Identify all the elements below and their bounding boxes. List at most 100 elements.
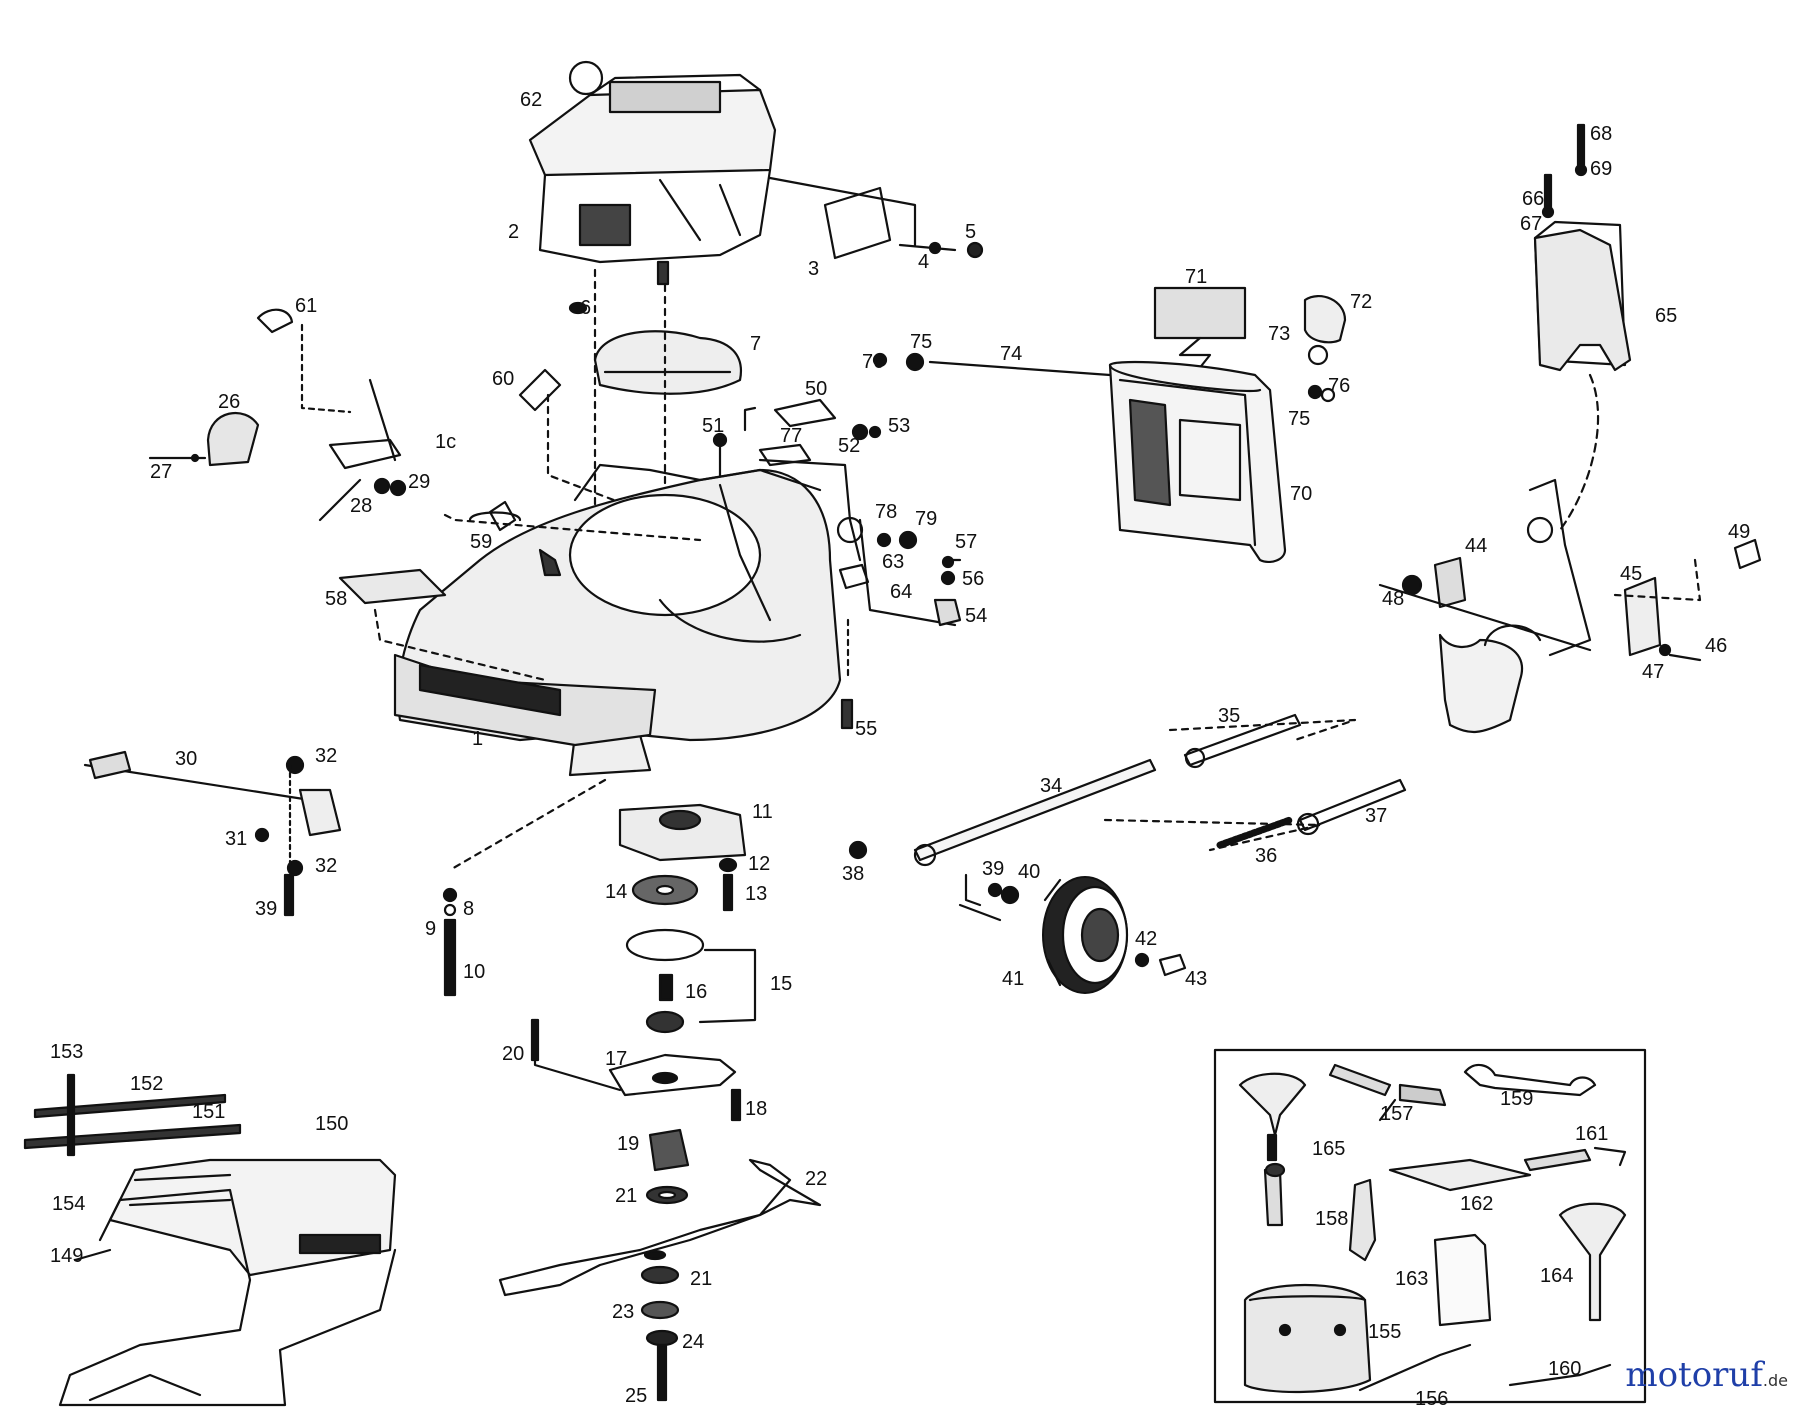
part-65-bracket xyxy=(1533,228,1632,372)
label-163: 163 xyxy=(1395,1268,1428,1290)
part-15-disc xyxy=(625,928,705,962)
label-42: 42 xyxy=(1135,928,1157,950)
label-10: 10 xyxy=(463,961,485,983)
label-25: 25 xyxy=(625,1385,647,1407)
label-63: 63 xyxy=(882,551,904,573)
label-40: 40 xyxy=(1018,861,1040,883)
label-6: 6 xyxy=(580,297,591,319)
part-152-bar xyxy=(33,1093,227,1119)
label-36: 36 xyxy=(1255,845,1277,867)
part-71-label xyxy=(1153,286,1247,340)
label-26: 26 xyxy=(218,391,240,413)
label-48: 48 xyxy=(1382,588,1404,610)
label-7: 7 xyxy=(750,333,761,355)
part-34-axle xyxy=(913,758,1157,862)
label-51: 51 xyxy=(702,415,724,437)
label-41: 41 xyxy=(1002,968,1024,990)
part-3-bracket xyxy=(823,186,892,260)
label-58: 58 xyxy=(325,588,347,610)
label-5: 5 xyxy=(965,221,976,243)
part-151-bar xyxy=(23,1123,242,1150)
label-74: 74 xyxy=(1000,343,1022,365)
part-6-washer xyxy=(568,301,588,315)
part-35-tube xyxy=(1183,713,1302,767)
part-7-baffle xyxy=(593,330,743,395)
label-55: 55 xyxy=(855,718,877,740)
label-1c: 1c xyxy=(435,431,456,453)
label-65: 65 xyxy=(1655,305,1677,327)
part-45-plate xyxy=(1623,576,1662,657)
label-1: 1 xyxy=(472,728,483,750)
part-50-clip xyxy=(773,398,837,428)
label-159: 159 xyxy=(1500,1088,1533,1110)
label-60: 60 xyxy=(492,368,514,390)
label-72: 72 xyxy=(1350,291,1372,313)
label-62: 62 xyxy=(520,89,542,111)
label-59: 59 xyxy=(470,531,492,553)
label-16: 16 xyxy=(685,981,707,1003)
label-57: 57 xyxy=(955,531,977,553)
label-44: 44 xyxy=(1465,535,1487,557)
label-18: 18 xyxy=(745,1098,767,1120)
part-37-tube xyxy=(1298,778,1407,832)
label-11: 11 xyxy=(752,801,773,823)
part-44-bracket xyxy=(1433,556,1467,609)
label-21b: 21 xyxy=(690,1268,712,1290)
label-165: 165 xyxy=(1312,1138,1345,1160)
label-32a: 32 xyxy=(315,745,337,767)
part-72-knob xyxy=(1303,295,1347,344)
label-164: 164 xyxy=(1540,1265,1573,1287)
label-31: 31 xyxy=(225,828,247,850)
label-153: 153 xyxy=(50,1041,83,1063)
part-60-plate xyxy=(518,368,562,412)
label-30: 30 xyxy=(175,748,197,770)
label-24: 24 xyxy=(682,1331,704,1353)
part-26-bracket xyxy=(206,411,260,467)
label-162: 162 xyxy=(1460,1193,1493,1215)
part-49-tag xyxy=(1733,538,1762,570)
label-154: 154 xyxy=(52,1193,85,1215)
engine xyxy=(528,60,777,286)
label-20: 20 xyxy=(502,1043,524,1065)
label-15: 15 xyxy=(770,973,792,995)
part-70-handle-cover xyxy=(1108,360,1287,564)
label-22: 22 xyxy=(805,1168,827,1190)
label-151: 151 xyxy=(192,1101,225,1123)
label-3: 3 xyxy=(808,258,819,280)
label-47: 47 xyxy=(1642,661,1664,683)
label-39a: 39 xyxy=(982,858,1004,880)
label-70: 70 xyxy=(1290,483,1312,505)
part-63-tag xyxy=(838,563,870,590)
label-39b: 39 xyxy=(255,898,277,920)
label-150: 150 xyxy=(315,1113,348,1135)
label-149: 149 xyxy=(50,1245,83,1267)
label-76b: 76 xyxy=(1328,375,1350,397)
part-59-tag xyxy=(488,500,517,532)
label-77: 77 xyxy=(780,425,802,447)
label-76a: 76 xyxy=(862,351,884,373)
label-12: 12 xyxy=(748,853,770,875)
label-14: 14 xyxy=(605,881,627,903)
label-155: 155 xyxy=(1368,1321,1401,1343)
label-160: 160 xyxy=(1548,1358,1581,1380)
label-21a: 21 xyxy=(615,1185,637,1207)
watermark-brand: motoruf xyxy=(1625,1355,1763,1395)
label-35: 35 xyxy=(1218,705,1240,727)
label-68: 68 xyxy=(1590,123,1612,145)
label-8: 8 xyxy=(463,898,474,920)
part-61-clip xyxy=(256,308,294,334)
label-50: 50 xyxy=(805,378,827,400)
part-41-wheel xyxy=(1042,876,1129,994)
label-69: 69 xyxy=(1590,158,1612,180)
label-2: 2 xyxy=(508,221,519,243)
label-49: 49 xyxy=(1728,521,1750,543)
label-71: 71 xyxy=(1185,266,1207,288)
watermark-tld: .de xyxy=(1762,1371,1788,1390)
label-46: 46 xyxy=(1705,635,1727,657)
label-17: 17 xyxy=(605,1048,627,1070)
label-9: 9 xyxy=(425,918,436,940)
part-149-grass-catcher xyxy=(58,1158,397,1407)
label-67: 67 xyxy=(1520,213,1542,235)
label-19: 19 xyxy=(617,1133,639,1155)
